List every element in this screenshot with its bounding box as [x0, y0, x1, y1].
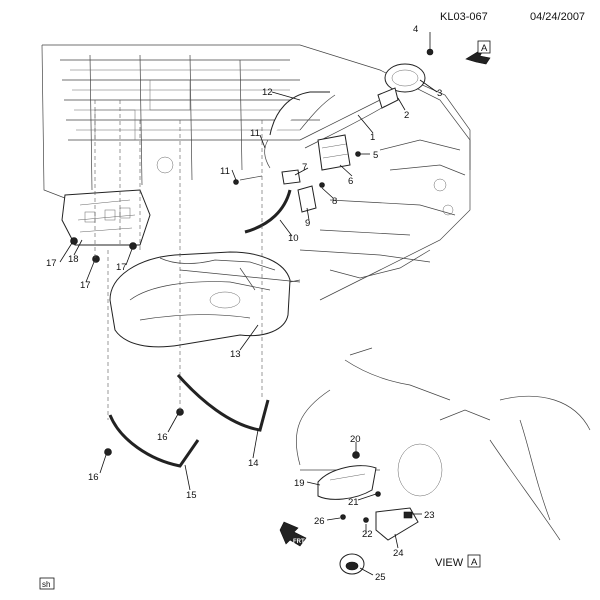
callout-8: 8 [332, 196, 337, 207]
callout-3: 3 [437, 88, 442, 99]
callout-24: 24 [393, 548, 404, 559]
callout-1: 1 [370, 132, 375, 143]
callout-14: 14 [248, 458, 259, 469]
callout-20: 20 [350, 434, 361, 445]
view-caption: VIEW [435, 557, 464, 569]
diagram-id: KL03-067 [440, 11, 488, 23]
callout-2: 2 [404, 110, 409, 121]
underbody-floor [41, 44, 471, 301]
callout-13: 13 [230, 349, 241, 360]
view-marker-letter: A [481, 43, 488, 54]
evap-canister [317, 134, 361, 171]
callout-leaders [59, 32, 438, 576]
callout-17a: 17 [46, 258, 57, 269]
fill-hose [244, 189, 292, 234]
callout-7: 7 [302, 162, 307, 173]
diagram-date: 04/24/2007 [530, 11, 585, 23]
callout-12: 12 [262, 87, 273, 98]
callout-10: 10 [288, 233, 299, 244]
small-brackets [233, 169, 325, 213]
callout-16b: 16 [88, 472, 99, 483]
callout-26: 26 [314, 516, 325, 527]
callout-15: 15 [186, 490, 197, 501]
front-direction-marker: FRT [279, 521, 307, 547]
vent-hose [269, 91, 330, 136]
callout-18: 18 [68, 254, 79, 265]
callout-21: 21 [348, 497, 359, 508]
callout-22: 22 [362, 529, 373, 540]
view-caption-letter: A [471, 557, 478, 568]
callout-19: 19 [294, 478, 305, 489]
callout-17c: 17 [116, 262, 127, 273]
callout-4: 4 [413, 24, 418, 35]
fuel-tank [109, 251, 301, 348]
frt-label: FRT [293, 539, 305, 545]
fuel-tank-straps [104, 374, 270, 468]
filler-pipe-assembly [299, 48, 434, 149]
fuel-tank-shield [61, 189, 151, 263]
footer-tag: sh [42, 580, 50, 589]
callout-numbers: 1 2 3 4 5 6 7 8 9 10 11 11 12 13 14 15 1… [46, 24, 442, 583]
callout-11a: 11 [250, 128, 260, 139]
callout-16a: 16 [157, 432, 168, 443]
callout-23: 23 [424, 510, 435, 521]
callout-17b: 17 [80, 280, 91, 291]
view-a-detail [296, 347, 591, 575]
alignment-lines [94, 100, 263, 420]
callout-9: 9 [305, 218, 310, 229]
callout-6: 6 [348, 176, 353, 187]
callout-5: 5 [373, 150, 378, 161]
callout-25: 25 [375, 572, 386, 583]
callout-11b: 11 [220, 166, 230, 177]
view-a-marker: A [465, 40, 491, 65]
